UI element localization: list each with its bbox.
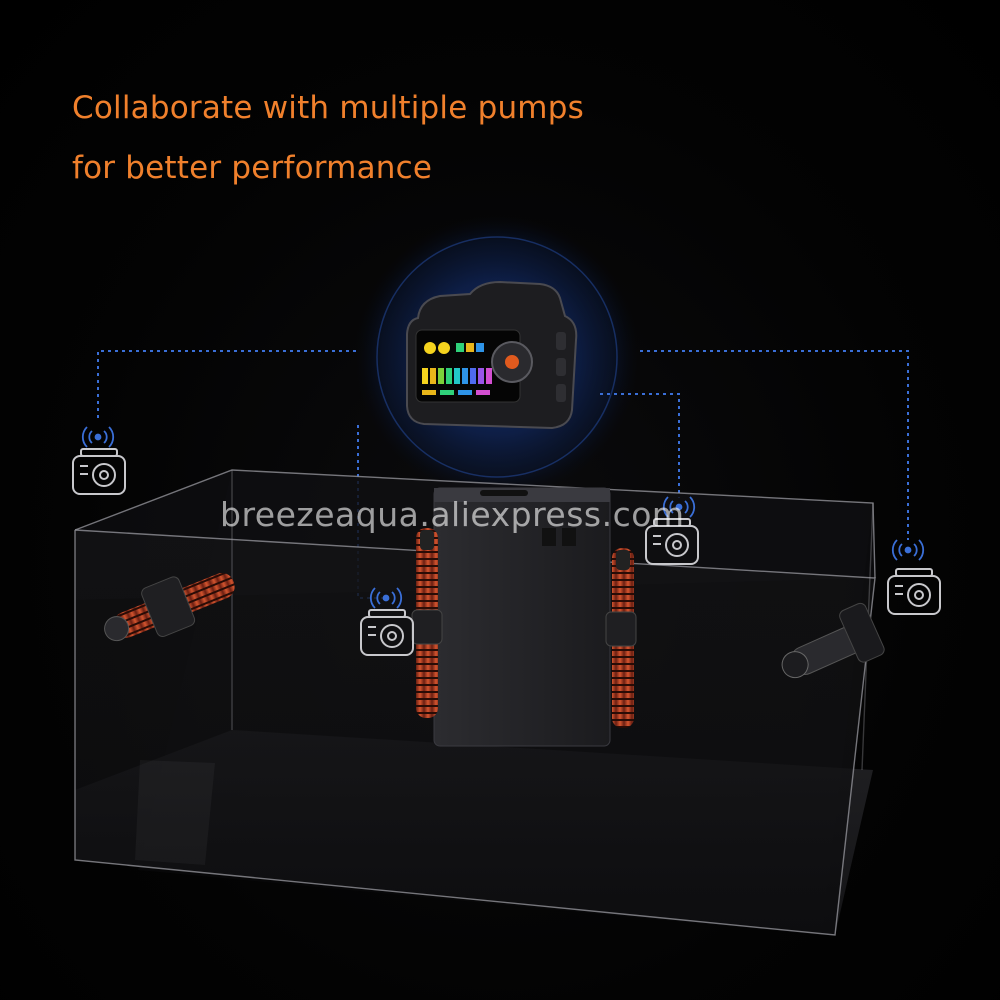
screen-bar [438, 368, 444, 384]
pump-outline-dial [380, 624, 404, 648]
pump-cap [420, 530, 434, 550]
signal-dot [94, 433, 102, 441]
signal-arc [376, 591, 396, 605]
screen-indicator [456, 343, 464, 352]
wave-pump-right-vertical [605, 548, 637, 728]
screen-bar [470, 368, 476, 384]
screen-indicator [424, 342, 436, 354]
screen-bar [446, 368, 452, 384]
signal-arc [898, 543, 918, 557]
pump-outline-dial [92, 463, 116, 487]
screen-indicator [438, 342, 450, 354]
controller-halo-ring [376, 236, 618, 478]
controller-screen-bars [422, 368, 492, 384]
pump-outline-icon-right [887, 568, 941, 615]
wave-pump-left-vertical [411, 528, 443, 718]
pump-outline-dial-center [387, 631, 397, 641]
pump-outline-icon-left [72, 448, 126, 495]
wireless-signal-icon-left [81, 426, 115, 448]
controller-side-button [556, 384, 566, 402]
wave-pump-left-horizontal [104, 572, 235, 642]
glass-reflection [135, 760, 215, 865]
screen-indicator [422, 390, 436, 395]
signal-dot [904, 546, 912, 554]
headline-line-2: for better performance [72, 150, 433, 186]
screen-indicator [466, 343, 474, 352]
pump-outline-icon-mid-left [360, 609, 414, 656]
wireless-signal-icon-mid-left [369, 587, 403, 609]
tank-back-edge [74, 469, 876, 579]
pump-mount [605, 611, 637, 647]
signal-arc [369, 587, 403, 609]
signal-arc [662, 496, 696, 518]
screen-bar [422, 368, 428, 384]
center-filter-box [433, 487, 611, 747]
controller-screen-indicators [422, 342, 490, 395]
signal-dot [675, 503, 683, 511]
screen-bar [430, 368, 436, 384]
pump-mount [839, 602, 885, 663]
screen-bar [462, 368, 468, 384]
link-line-right [640, 350, 909, 540]
screen-bar [454, 368, 460, 384]
link-line-left [97, 350, 356, 420]
signal-arc [891, 539, 925, 561]
screen-bar [486, 368, 492, 384]
screen-indicator [476, 343, 484, 352]
wireless-signal-icon-mid-right [662, 496, 696, 518]
pump-outline-top [368, 609, 406, 618]
wireless-signal-icon-right [891, 539, 925, 561]
signal-arc [669, 500, 689, 514]
pump-outline-dial-center [672, 540, 682, 550]
screen-indicator [458, 390, 472, 395]
pump-outline-dial-center [914, 590, 924, 600]
pump-outline-dial [665, 533, 689, 557]
signal-arc [81, 426, 115, 448]
link-line-mid-right [600, 393, 680, 498]
screen-indicator [476, 390, 490, 395]
pump-outline-dial-center [99, 470, 109, 480]
screen-indicator [440, 390, 454, 395]
headline: Collaborate with multiple pumps for bett… [72, 78, 584, 198]
signal-arc [88, 430, 108, 444]
controller-side-button [556, 332, 566, 350]
screen-bar [478, 368, 484, 384]
controller-side-button [556, 358, 566, 376]
pump-outline-top [653, 518, 691, 527]
watermark-text: breezeaqua.aliexpress.com [220, 495, 685, 534]
pump-outline-top [895, 568, 933, 577]
pump-cap [616, 550, 630, 570]
filter-box-slot [480, 490, 528, 496]
pump-nozzle [781, 651, 809, 679]
wireless-controller-icon [406, 280, 578, 430]
pump-outline-top [80, 448, 118, 457]
headline-line-1: Collaborate with multiple pumps [72, 90, 584, 126]
pump-mount [411, 609, 443, 645]
wave-pump-right [781, 602, 885, 679]
filter-box-clip-left [542, 528, 556, 546]
pump-nozzle [104, 616, 130, 642]
filter-box-clip-right [562, 528, 576, 546]
pump-outline-dial [907, 583, 931, 607]
pump-mount [141, 576, 196, 637]
pump-outline-icon-mid-right [645, 518, 699, 565]
signal-dot [382, 594, 390, 602]
controller-dial-center [505, 355, 519, 369]
